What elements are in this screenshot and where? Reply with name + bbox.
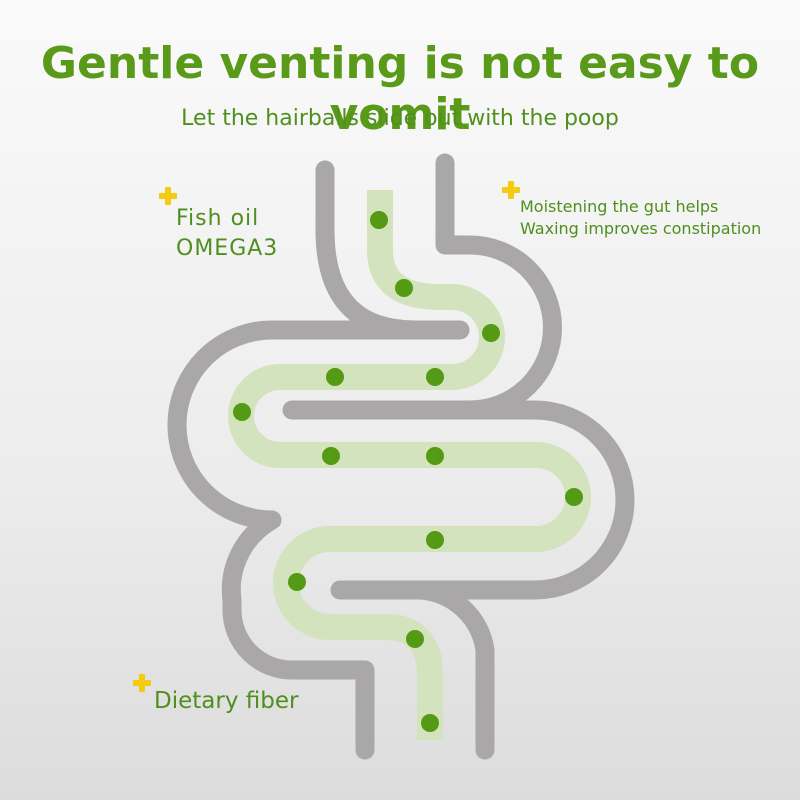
constipation-label: Waxing improves constipation (520, 218, 762, 238)
hairball-dot (482, 324, 500, 342)
intestine-right-wall (282, 153, 635, 760)
moisten-label: Moistening the gut helps (520, 197, 719, 216)
page-title: Gentle venting is not easy to vomit (40, 38, 760, 140)
plus-icon (133, 674, 151, 692)
benefit-fiber: Dietary fiber (154, 686, 298, 717)
hairball-dot (322, 447, 340, 465)
page-subtitle: Let the hairballs slide out with the poo… (181, 106, 619, 131)
digestive-path (228, 190, 591, 740)
plus-icon (159, 187, 177, 205)
hairball-dot (288, 573, 306, 591)
hairball-dot (426, 368, 444, 386)
hairball-dots (233, 211, 583, 732)
hairball-dot (233, 403, 251, 421)
hairball-dot (565, 488, 583, 506)
benefit-fish-oil: Fish oil OMEGA3 (176, 204, 278, 263)
hairball-dot (326, 368, 344, 386)
omega3-label: OMEGA3 (176, 235, 279, 261)
fish-oil-label: Fish oil (176, 206, 260, 231)
benefit-moisten: Moistening the gut helps Waxing improves… (520, 196, 761, 239)
hairball-dot (426, 531, 444, 549)
hairball-path (228, 190, 591, 740)
hairball-dot (370, 211, 388, 229)
intestine-walls (167, 153, 635, 760)
hairball-dot (421, 714, 439, 732)
intestine-left-wall (167, 160, 470, 760)
hairball-dot (395, 279, 413, 297)
hairball-dot (426, 447, 444, 465)
hairball-dot (406, 630, 424, 648)
dietary-fiber-label: Dietary fiber (154, 688, 299, 714)
plus-icon (502, 181, 520, 199)
